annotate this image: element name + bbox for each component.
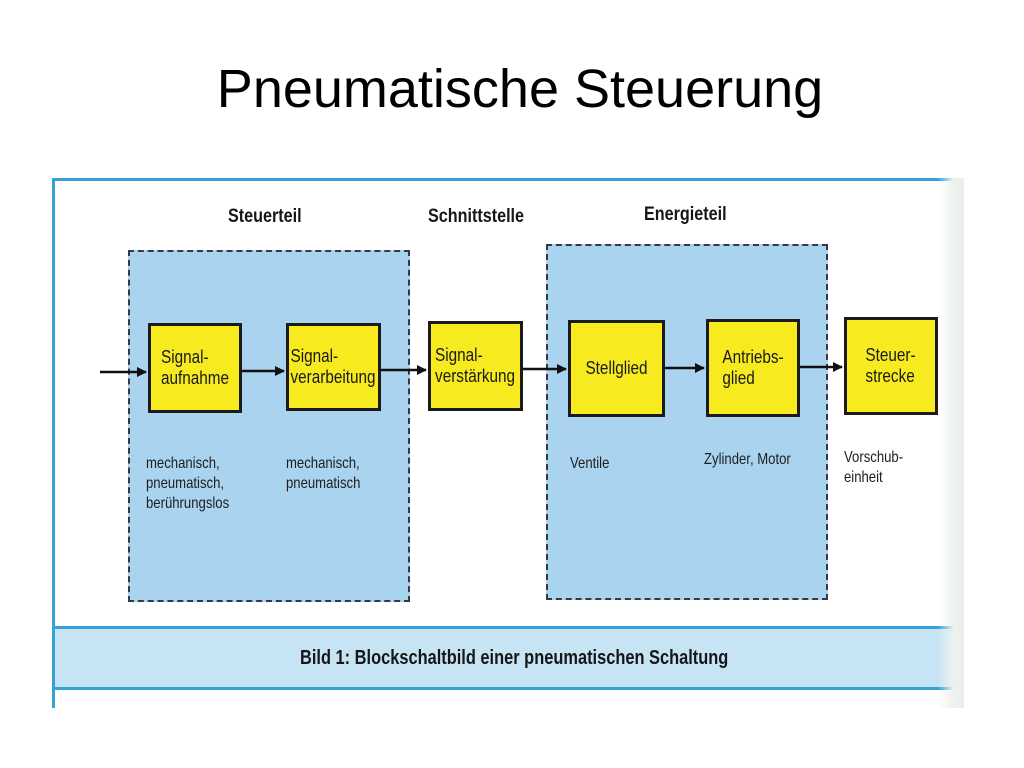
figure-frame xyxy=(52,178,964,708)
block-label: Signal- verarbeitung xyxy=(290,346,377,387)
note-signalaufnahme: mechanisch, pneumatisch, berührungslos xyxy=(146,455,230,512)
block-stellglied: Stellglied xyxy=(568,320,665,417)
section-heading-steuerteil: Steuerteil xyxy=(228,206,302,227)
steuerteil-zone xyxy=(128,250,410,602)
block-signalaufnahme: Signal- aufnahme xyxy=(148,323,242,413)
block-antriebsglied: Antriebs- glied xyxy=(706,319,800,417)
block-diagram-figure: Steuerteil Schnittstelle Energieteil Sig… xyxy=(52,178,964,708)
scan-edge xyxy=(938,178,964,708)
block-label: Stellglied xyxy=(585,358,648,379)
signal-flow-arrows xyxy=(100,362,843,377)
note-signalverarbeitung: mechanisch, pneumatisch xyxy=(286,455,361,492)
note-stellglied: Ventile xyxy=(570,455,610,472)
block-signalverarbeitung: Signal- verarbeitung xyxy=(286,323,381,411)
block-label: Antriebs- glied xyxy=(722,347,784,388)
section-heading-schnittstelle: Schnittstelle xyxy=(428,206,525,227)
figure-caption-bar: Bild 1: Blockschaltbild einer pneumatisc… xyxy=(52,626,964,690)
note-steuerstrecke: Vorschub- einheit xyxy=(844,449,904,486)
energieteil-zone xyxy=(546,244,828,600)
block-steuerstrecke: Steuer- strecke xyxy=(844,317,938,415)
block-label: Signal- aufnahme xyxy=(160,347,230,388)
section-heading-energieteil: Energieteil xyxy=(644,204,727,225)
slide-title: Pneumatische Steuerung xyxy=(216,59,824,119)
figure-caption: Bild 1: Blockschaltbild einer pneumatisc… xyxy=(300,647,729,669)
note-antriebsglied: Zylinder, Motor xyxy=(704,451,791,468)
block-label: Signal- verstärkung xyxy=(435,345,516,386)
block-signalverstaerkung: Signal- verstärkung xyxy=(428,321,523,411)
block-label: Steuer- strecke xyxy=(865,345,917,386)
